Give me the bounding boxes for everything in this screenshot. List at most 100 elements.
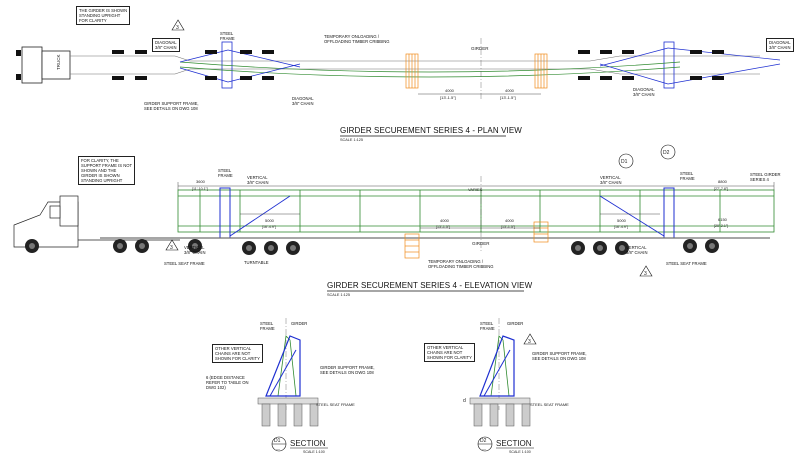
varies-label: VARIES	[468, 187, 483, 192]
section-d2-girder: GIRDER	[507, 321, 524, 326]
support-frame-d2	[479, 335, 515, 397]
steel-frame-plan-label: STEEL FRAME	[220, 31, 235, 41]
diagonal-chain-right-label: DIAGONAL 3/8" CHAIN	[633, 87, 655, 97]
dim-d-elev: 5000	[617, 218, 627, 223]
dim1-imp-plan: [13'-1.5"]	[440, 95, 456, 100]
elevation-view-title: GIRDER SECUREMENT SERIES 4 - ELEVATION V…	[327, 281, 533, 290]
vertical-chain-top-label: VERTICAL 3/8" CHAIN	[600, 175, 622, 185]
dim-r2-elev: 6150	[718, 217, 728, 222]
section-d1-edge-note: 6 (EDGE DISTANCE REFER TO TABLE ON DWG 1…	[206, 375, 249, 390]
dim2-imp-plan: [13'-1.5"]	[500, 95, 516, 100]
section-d1-sheet: —	[276, 446, 280, 451]
svg-text:D1: D1	[621, 159, 628, 165]
plan-note: THE GIRDER IS SHOWN STANDING UPRIGHT FOR…	[76, 6, 131, 25]
steel-frame-plan-right	[663, 41, 675, 89]
truck-icon	[16, 46, 71, 84]
revision-triangle-icon: 3	[165, 239, 179, 251]
truck-icon	[13, 195, 180, 248]
dim-c-imp-elev: [13'-1.5"]	[501, 225, 515, 229]
section-d1-support-frame: GIRDER SUPPORT FRAME, SEE DETAILS ON DWG…	[320, 365, 375, 375]
turntable-label: TURNTABLE	[244, 260, 269, 265]
wheel-icon	[112, 50, 724, 80]
svg-text:3: 3	[528, 339, 531, 345]
dim-right-elev: 8800	[718, 179, 728, 184]
steel-seat-left-label: STEEL SEAT FRAME	[164, 261, 205, 266]
dim-c-elev: 4000	[505, 218, 515, 223]
vertical-chain-right-label: VERTICAL 3/8" CHAIN	[626, 245, 648, 255]
section-d2-seat: STEEL SEAT FRAME	[530, 402, 569, 407]
elevation-view: GIRDER 3600 [11'-10.1"] VARIES 5000 [16'…	[13, 144, 775, 297]
cribbing-elev-label: TEMPORARY ONLOADING / OFFLOADING TIMBER …	[428, 259, 494, 269]
steel-seat-right-label: STEEL SEAT FRAME	[666, 261, 707, 266]
seat-frame-d2	[469, 397, 531, 405]
section-d2-dim: d	[463, 398, 466, 404]
steel-frame-elev-left	[219, 187, 231, 239]
steel-girder-label: STEEL GIRDER SERIES 4	[750, 172, 781, 182]
chains-elevation	[229, 195, 665, 237]
dim-a-elev: 5000	[265, 218, 275, 223]
dim-r2-imp-elev: [20'-2.1"]	[714, 224, 728, 228]
cribbing-plan	[405, 53, 548, 89]
section-d2-sheet: —	[482, 446, 486, 451]
section-d2-title: SECTION	[496, 439, 532, 448]
section-d1-seat: STEEL SEAT FRAME	[316, 402, 355, 407]
svg-text:D2: D2	[663, 150, 670, 156]
svg-text:3: 3	[176, 25, 179, 31]
diagonal-chain-left-label: DIAGONAL 3/8" CHAIN	[152, 38, 180, 52]
wheel-icon	[25, 239, 719, 255]
revision-triangle-icon: 3	[171, 19, 185, 31]
cribbing-elevation	[404, 221, 549, 259]
section-d2-scale: SCALE 1:100	[509, 450, 531, 454]
section-d2-mark: D2	[480, 438, 487, 444]
section-d1: D1 — SECTION SCALE 1:100 STEEL SEAT FRAM…	[257, 318, 355, 454]
section-d2: d 3 D2 — SECTION SCALE 1:100 STEEL SEAT …	[463, 318, 569, 454]
steel-frame-elev-right	[663, 187, 675, 239]
diagonal-chain-mid-label: DIAGONAL 3/8" CHAIN	[292, 96, 314, 106]
section-d1-mark: D1	[274, 438, 281, 444]
truck-label: TRUCK	[56, 55, 61, 71]
dim-d-imp-elev: [16'-4.9"]	[614, 225, 628, 229]
trailer-plan	[70, 55, 760, 75]
elevation-view-scale: SCALE 1:125	[327, 293, 350, 297]
brace-d1	[269, 349, 297, 397]
dim-left-imp-elev: [11'-10.1"]	[192, 187, 208, 191]
steel-frame-right-label: STEEL FRAME	[680, 171, 695, 181]
brace-d2	[483, 349, 511, 397]
support-frame-plan-note: GIRDER SUPPORT FRAME, SEE DETAILS ON DWG…	[144, 101, 199, 111]
section-d2-support-frame: GIRDER SUPPORT FRAME, SEE DETAILS ON DWG…	[532, 351, 587, 361]
plan-view-scale: SCALE 1:125	[340, 138, 363, 142]
section-d1-girder: GIRDER	[291, 321, 308, 326]
dim-a-imp-elev: [16'-4.9"]	[262, 225, 276, 229]
dim1-plan: 4000	[445, 88, 455, 93]
section-d1-title: SECTION	[290, 439, 326, 448]
vertical-chain-left-label: VERTICAL 3/8" CHAIN	[184, 245, 206, 255]
svg-text:3: 3	[644, 271, 647, 277]
diagonal-chain-far-label: DIAGONAL 3/8" CHAIN	[766, 38, 794, 52]
plan-view-title: GIRDER SECUREMENT SERIES 4 - PLAN VIEW	[340, 126, 522, 135]
cribbing-plan-label: TEMPORARY ONLOADING / OFFLOADING TIMBER …	[324, 34, 390, 44]
dim2-plan: 4000	[505, 88, 515, 93]
section-d1-scale: SCALE 1:100	[303, 450, 325, 454]
section-mark-d2: D2	[660, 144, 676, 160]
girder-label-elev: GIRDER	[472, 241, 490, 246]
steel-frame-elev-label: STEEL FRAME	[218, 168, 233, 178]
dim-b-elev: 4000	[440, 218, 450, 223]
section-d1-note: OTHER VERTICAL CHAINS ARE NOT SHOWN FOR …	[212, 344, 263, 363]
elevation-note: FOR CLARITY, THE SUPPORT FRAME IS NOT SH…	[78, 156, 136, 185]
dim-right-imp-elev: [27'-7.8"]	[714, 187, 728, 191]
section-d1-steel-frame: STEEL FRAME	[260, 321, 275, 331]
section-mark-d1: D1	[618, 153, 634, 169]
plan-view: TRUCK	[16, 19, 781, 142]
section-d2-note: OTHER VERTICAL CHAINS ARE NOT SHOWN FOR …	[424, 343, 475, 362]
dim-b-imp-elev: [13'-1.5"]	[436, 225, 450, 229]
seat-frame-d1	[257, 397, 319, 405]
girder-label-plan: GIRDER	[471, 46, 489, 51]
revision-triangle-icon: 3	[639, 265, 653, 277]
support-frame-d1	[265, 335, 301, 397]
dim-left-elev: 3600	[196, 179, 206, 184]
dim-lines-elev	[177, 182, 775, 229]
girder-plan	[179, 61, 681, 78]
revision-triangle-icon: 3	[523, 333, 537, 345]
section-d2-steel-frame: STEEL FRAME	[480, 321, 495, 331]
